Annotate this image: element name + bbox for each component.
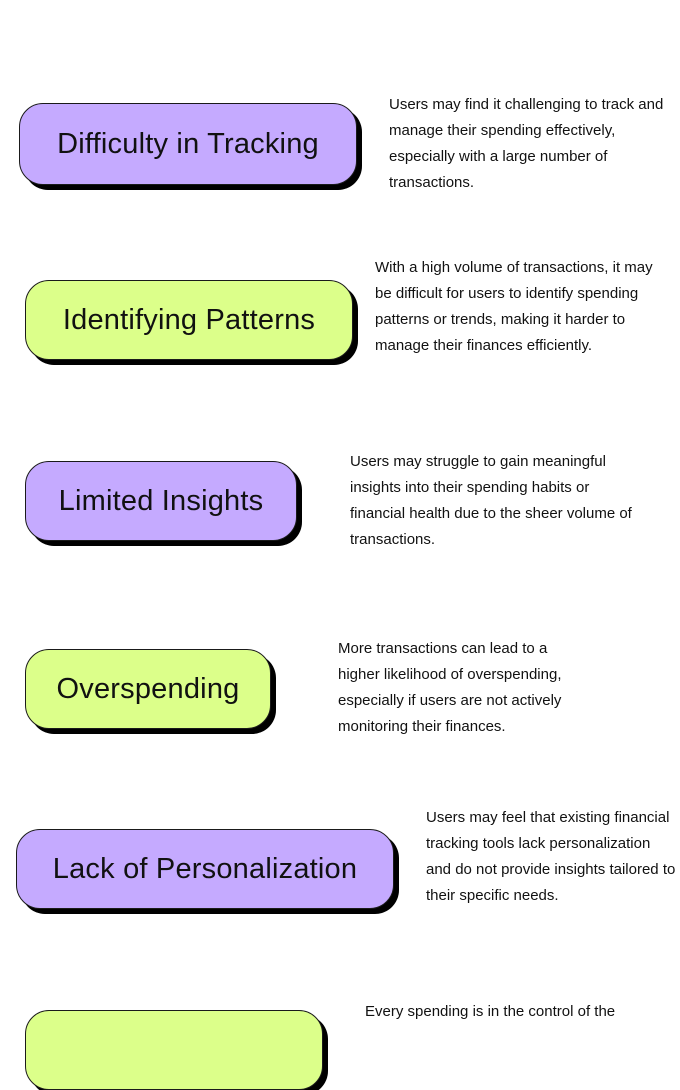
pain-point-pill-limited-insights: Limited Insights (25, 461, 297, 541)
pain-point-description-lack-of-personalization: Users may feel that existing financial t… (426, 809, 676, 904)
pain-point-description-difficulty-in-tracking: Users may find it challenging to track a… (389, 96, 664, 191)
pain-point-pill-identifying-patterns: Identifying Patterns (25, 280, 353, 360)
pain-point-description-identifying-patterns: With a high volume of transactions, it m… (375, 259, 653, 354)
pain-point-pill-lack-of-personalization: Lack of Personalization (16, 829, 394, 909)
pain-point-description-limited-insights: Users may struggle to gain meaningful in… (350, 453, 632, 548)
pain-point-pill-overspending: Overspending (25, 649, 271, 729)
pain-point-description-partial: Every spending is in the control of the (365, 1003, 616, 1020)
pain-point-pill-difficulty-in-tracking: Difficulty in Tracking (19, 103, 357, 185)
pain-point-description-overspending: More transactions can lead to a higher l… (338, 640, 562, 735)
pain-point-pill-partial (25, 1010, 323, 1090)
